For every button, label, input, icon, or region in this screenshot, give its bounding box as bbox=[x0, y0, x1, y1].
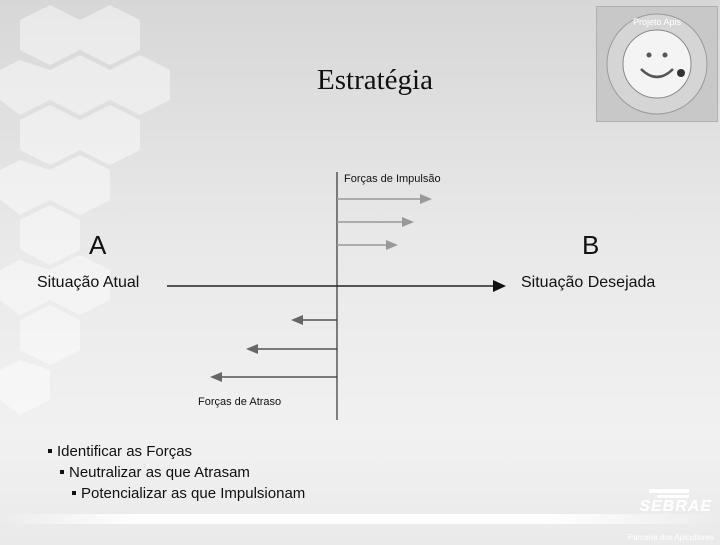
bullet-icon bbox=[60, 470, 64, 475]
bullet-list: Identificar as Forças Neutralizar as que… bbox=[48, 441, 305, 504]
sebrae-logo: SEBRAE Parceria dos Apicultores bbox=[605, 485, 720, 545]
bullet-item: Potencializar as que Impulsionam bbox=[72, 483, 305, 504]
delay-forces-label: Forças de Atraso bbox=[198, 396, 282, 408]
horizontal-arrowhead bbox=[493, 280, 506, 292]
bullet-item: Identificar as Forças bbox=[48, 441, 305, 462]
bullet-icon bbox=[72, 491, 76, 496]
impulse-forces-label: Forças de Impulsão bbox=[344, 173, 441, 185]
point-a-label: A bbox=[89, 230, 107, 260]
bullet-icon bbox=[48, 449, 52, 454]
sebrae-wordmark: SEBRAE bbox=[639, 498, 712, 515]
current-situation-label: Situação Atual bbox=[37, 274, 140, 291]
svg-text:Projeto Apis: Projeto Apis bbox=[633, 17, 682, 27]
desired-situation-label: Situação Desejada bbox=[521, 274, 656, 291]
point-b-label: B bbox=[582, 230, 600, 260]
slide-title: Estratégia bbox=[317, 64, 433, 96]
footer-band bbox=[0, 514, 720, 524]
bullet-item: Neutralizar as que Atrasam bbox=[60, 462, 305, 483]
sebrae-tagline: Parceria dos Apicultores bbox=[627, 533, 714, 542]
projeto-apis-logo: Projeto Apis bbox=[596, 6, 718, 122]
